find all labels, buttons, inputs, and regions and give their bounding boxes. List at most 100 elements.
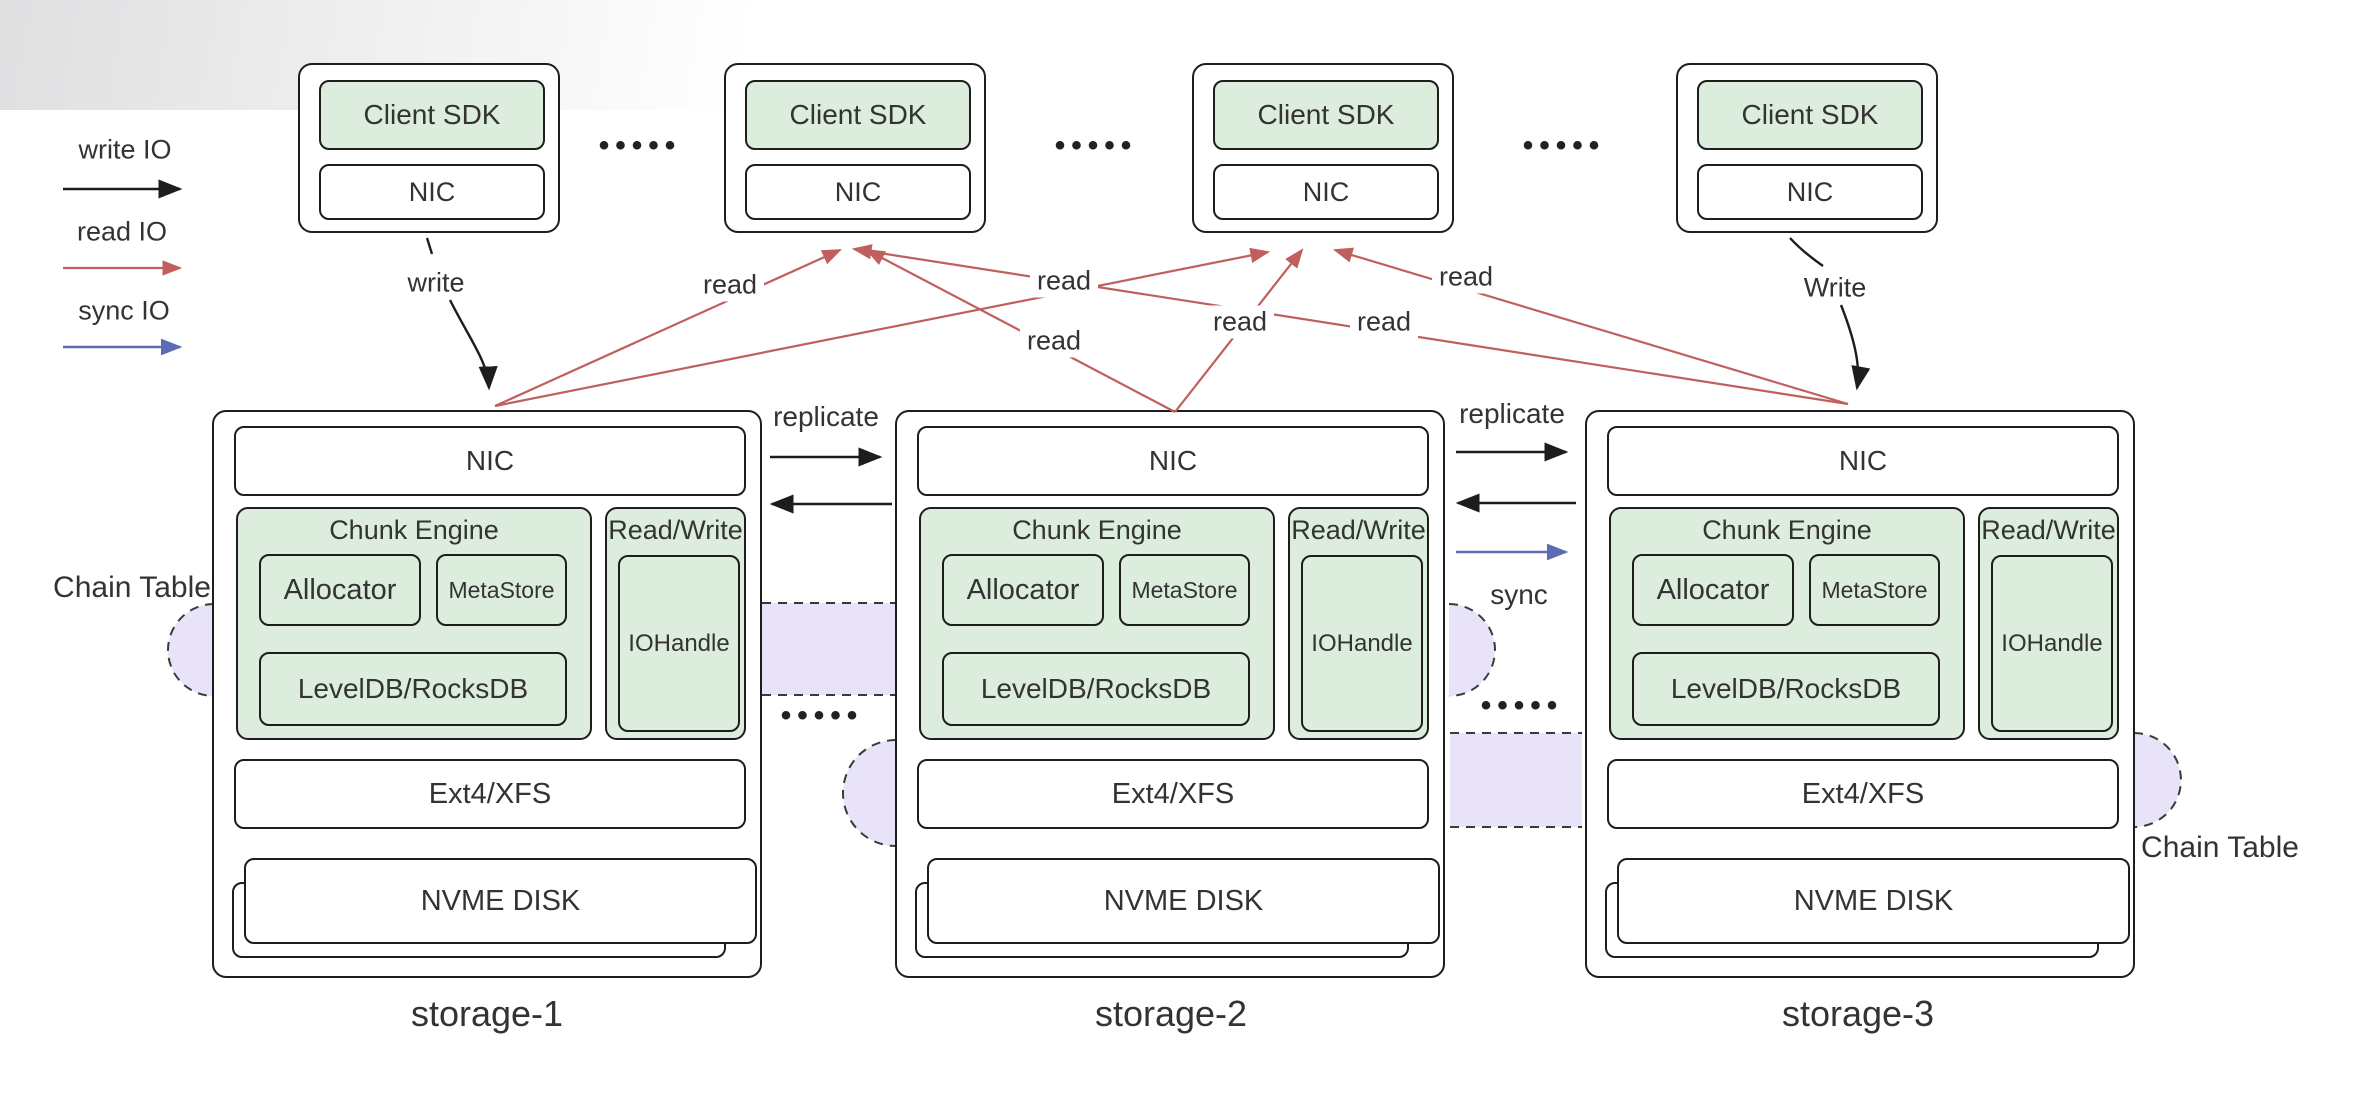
nvme-disk-label: NVME DISK	[420, 884, 581, 917]
client-node-4: Client SDK NIC	[1676, 63, 1938, 233]
read-arrow-s1-c2	[494, 248, 843, 408]
storage-node-2: NIC Chunk Engine Allocator MetaStore Lev…	[895, 410, 1445, 978]
legend-sync-label: sync IO	[78, 295, 170, 326]
legend-write-label: write IO	[78, 134, 172, 165]
ext4-box: Ext4/XFS	[1607, 759, 2119, 829]
read-label: read	[1019, 324, 1089, 358]
leveldb-label: LevelDB/RocksDB	[980, 673, 1212, 704]
chunk-engine-title: Chunk Engine	[1012, 515, 1182, 545]
leveldb-box: LevelDB/RocksDB	[1632, 652, 1940, 726]
read-arrow-s1-c3	[494, 247, 1271, 408]
read-label: read	[1029, 264, 1099, 298]
allocator-label: Allocator	[283, 573, 397, 606]
leveldb-label: LevelDB/RocksDB	[297, 673, 529, 704]
read-write-box: Read/Write IOHandle	[1978, 507, 2119, 740]
ext4-label: Ext4/XFS	[428, 777, 552, 810]
metastore-box: MetaStore	[436, 554, 567, 626]
client-nic-label: NIC	[834, 176, 882, 207]
legend-read-label: read IO	[76, 216, 168, 247]
client-nic-label: NIC	[408, 176, 456, 207]
storage-1-name: storage-1	[410, 993, 564, 1034]
client-nic-box: NIC	[319, 164, 545, 220]
ellipsis-clients: •••••	[598, 129, 682, 162]
client-sdk-label: Client SDK	[789, 99, 927, 130]
iohandle-box: IOHandle	[618, 555, 740, 732]
client-nic-label: NIC	[1786, 176, 1834, 207]
allocator-box: Allocator	[942, 554, 1104, 626]
read-write-box: Read/Write IOHandle	[1288, 507, 1429, 740]
sync-label: sync	[1483, 577, 1555, 613]
write-arrow-c4-s3	[1839, 304, 1871, 391]
read-label: read	[1431, 260, 1501, 294]
chain-table-label: Chain Table	[2141, 830, 2299, 864]
storage-node-3: NIC Chunk Engine Allocator MetaStore Lev…	[1585, 410, 2135, 978]
iohandle-box: IOHandle	[1991, 555, 2113, 732]
client-nic-box: NIC	[1213, 164, 1439, 220]
ellipsis-chain: •••••	[780, 699, 864, 732]
ext4-label: Ext4/XFS	[1801, 777, 1925, 810]
storage-nic-box: NIC	[917, 426, 1429, 496]
leveldb-box: LevelDB/RocksDB	[259, 652, 567, 726]
storage-2-name: storage-2	[1094, 993, 1248, 1034]
iohandle-label: IOHandle	[2001, 629, 2103, 657]
chain-band-border	[762, 602, 895, 696]
read-arrow-s3-c3	[1332, 247, 1849, 406]
nvme-disk-label: NVME DISK	[1793, 884, 1954, 917]
nvme-disk-box: NVME DISK	[1617, 858, 2130, 944]
client-sdk-box: Client SDK	[1213, 80, 1439, 150]
iohandle-label: IOHandle	[1311, 629, 1413, 657]
client-nic-box: NIC	[1697, 164, 1923, 220]
write-arrow-c1-s1	[448, 299, 498, 391]
storage-nic-label: NIC	[465, 445, 515, 476]
chain-semicircle	[2133, 732, 2182, 828]
storage-3-name: storage-3	[1781, 993, 1935, 1034]
iohandle-box: IOHandle	[1301, 555, 1423, 732]
metastore-label: MetaStore	[448, 576, 555, 603]
chain-band	[762, 603, 895, 695]
write-connector-tick	[1789, 237, 1824, 267]
client-sdk-label: Client SDK	[1741, 99, 1879, 130]
metastore-box: MetaStore	[1809, 554, 1940, 626]
client-nic-label: NIC	[1302, 176, 1350, 207]
iohandle-label: IOHandle	[628, 629, 730, 657]
client-node-3: Client SDK NIC	[1192, 63, 1454, 233]
client-sdk-box: Client SDK	[745, 80, 971, 150]
chunk-engine-title: Chunk Engine	[1702, 515, 1872, 545]
read-label: read	[695, 268, 765, 302]
allocator-box: Allocator	[259, 554, 421, 626]
chain-band	[1450, 733, 1582, 827]
read-write-box: Read/Write IOHandle	[605, 507, 746, 740]
chunk-engine-box: Chunk Engine Allocator MetaStore LevelDB…	[1609, 507, 1965, 740]
storage-nic-box: NIC	[234, 426, 746, 496]
allocator-box: Allocator	[1632, 554, 1794, 626]
read-label: read	[1349, 305, 1419, 339]
ext4-label: Ext4/XFS	[1111, 777, 1235, 810]
ellipsis-clients: •••••	[1522, 129, 1606, 162]
nvme-disk-label: NVME DISK	[1103, 884, 1264, 917]
read-write-title: Read/Write	[608, 515, 743, 545]
ext4-box: Ext4/XFS	[917, 759, 1429, 829]
chunk-engine-title: Chunk Engine	[329, 515, 499, 545]
client-node-2: Client SDK NIC	[724, 63, 986, 233]
write-label: write	[400, 266, 472, 300]
client-nic-box: NIC	[745, 164, 971, 220]
write-connector-tick	[425, 237, 434, 255]
ext4-box: Ext4/XFS	[234, 759, 746, 829]
client-node-1: Client SDK NIC	[298, 63, 560, 233]
chain-semicircle	[842, 739, 897, 847]
chain-semicircle	[167, 603, 215, 697]
metastore-label: MetaStore	[1131, 576, 1238, 603]
client-sdk-box: Client SDK	[319, 80, 545, 150]
ellipsis-clients: •••••	[1054, 129, 1138, 162]
nvme-disk-box: NVME DISK	[244, 858, 757, 944]
storage-nic-label: NIC	[1148, 445, 1198, 476]
chunk-engine-box: Chunk Engine Allocator MetaStore LevelDB…	[236, 507, 592, 740]
chain-band-border	[1450, 732, 1582, 828]
replicate-label: replicate	[766, 399, 886, 435]
client-sdk-label: Client SDK	[363, 99, 501, 130]
ellipsis-chain: •••••	[1480, 689, 1564, 722]
allocator-label: Allocator	[966, 573, 1080, 606]
read-label: read	[1205, 305, 1275, 339]
nvme-disk-box: NVME DISK	[927, 858, 1440, 944]
